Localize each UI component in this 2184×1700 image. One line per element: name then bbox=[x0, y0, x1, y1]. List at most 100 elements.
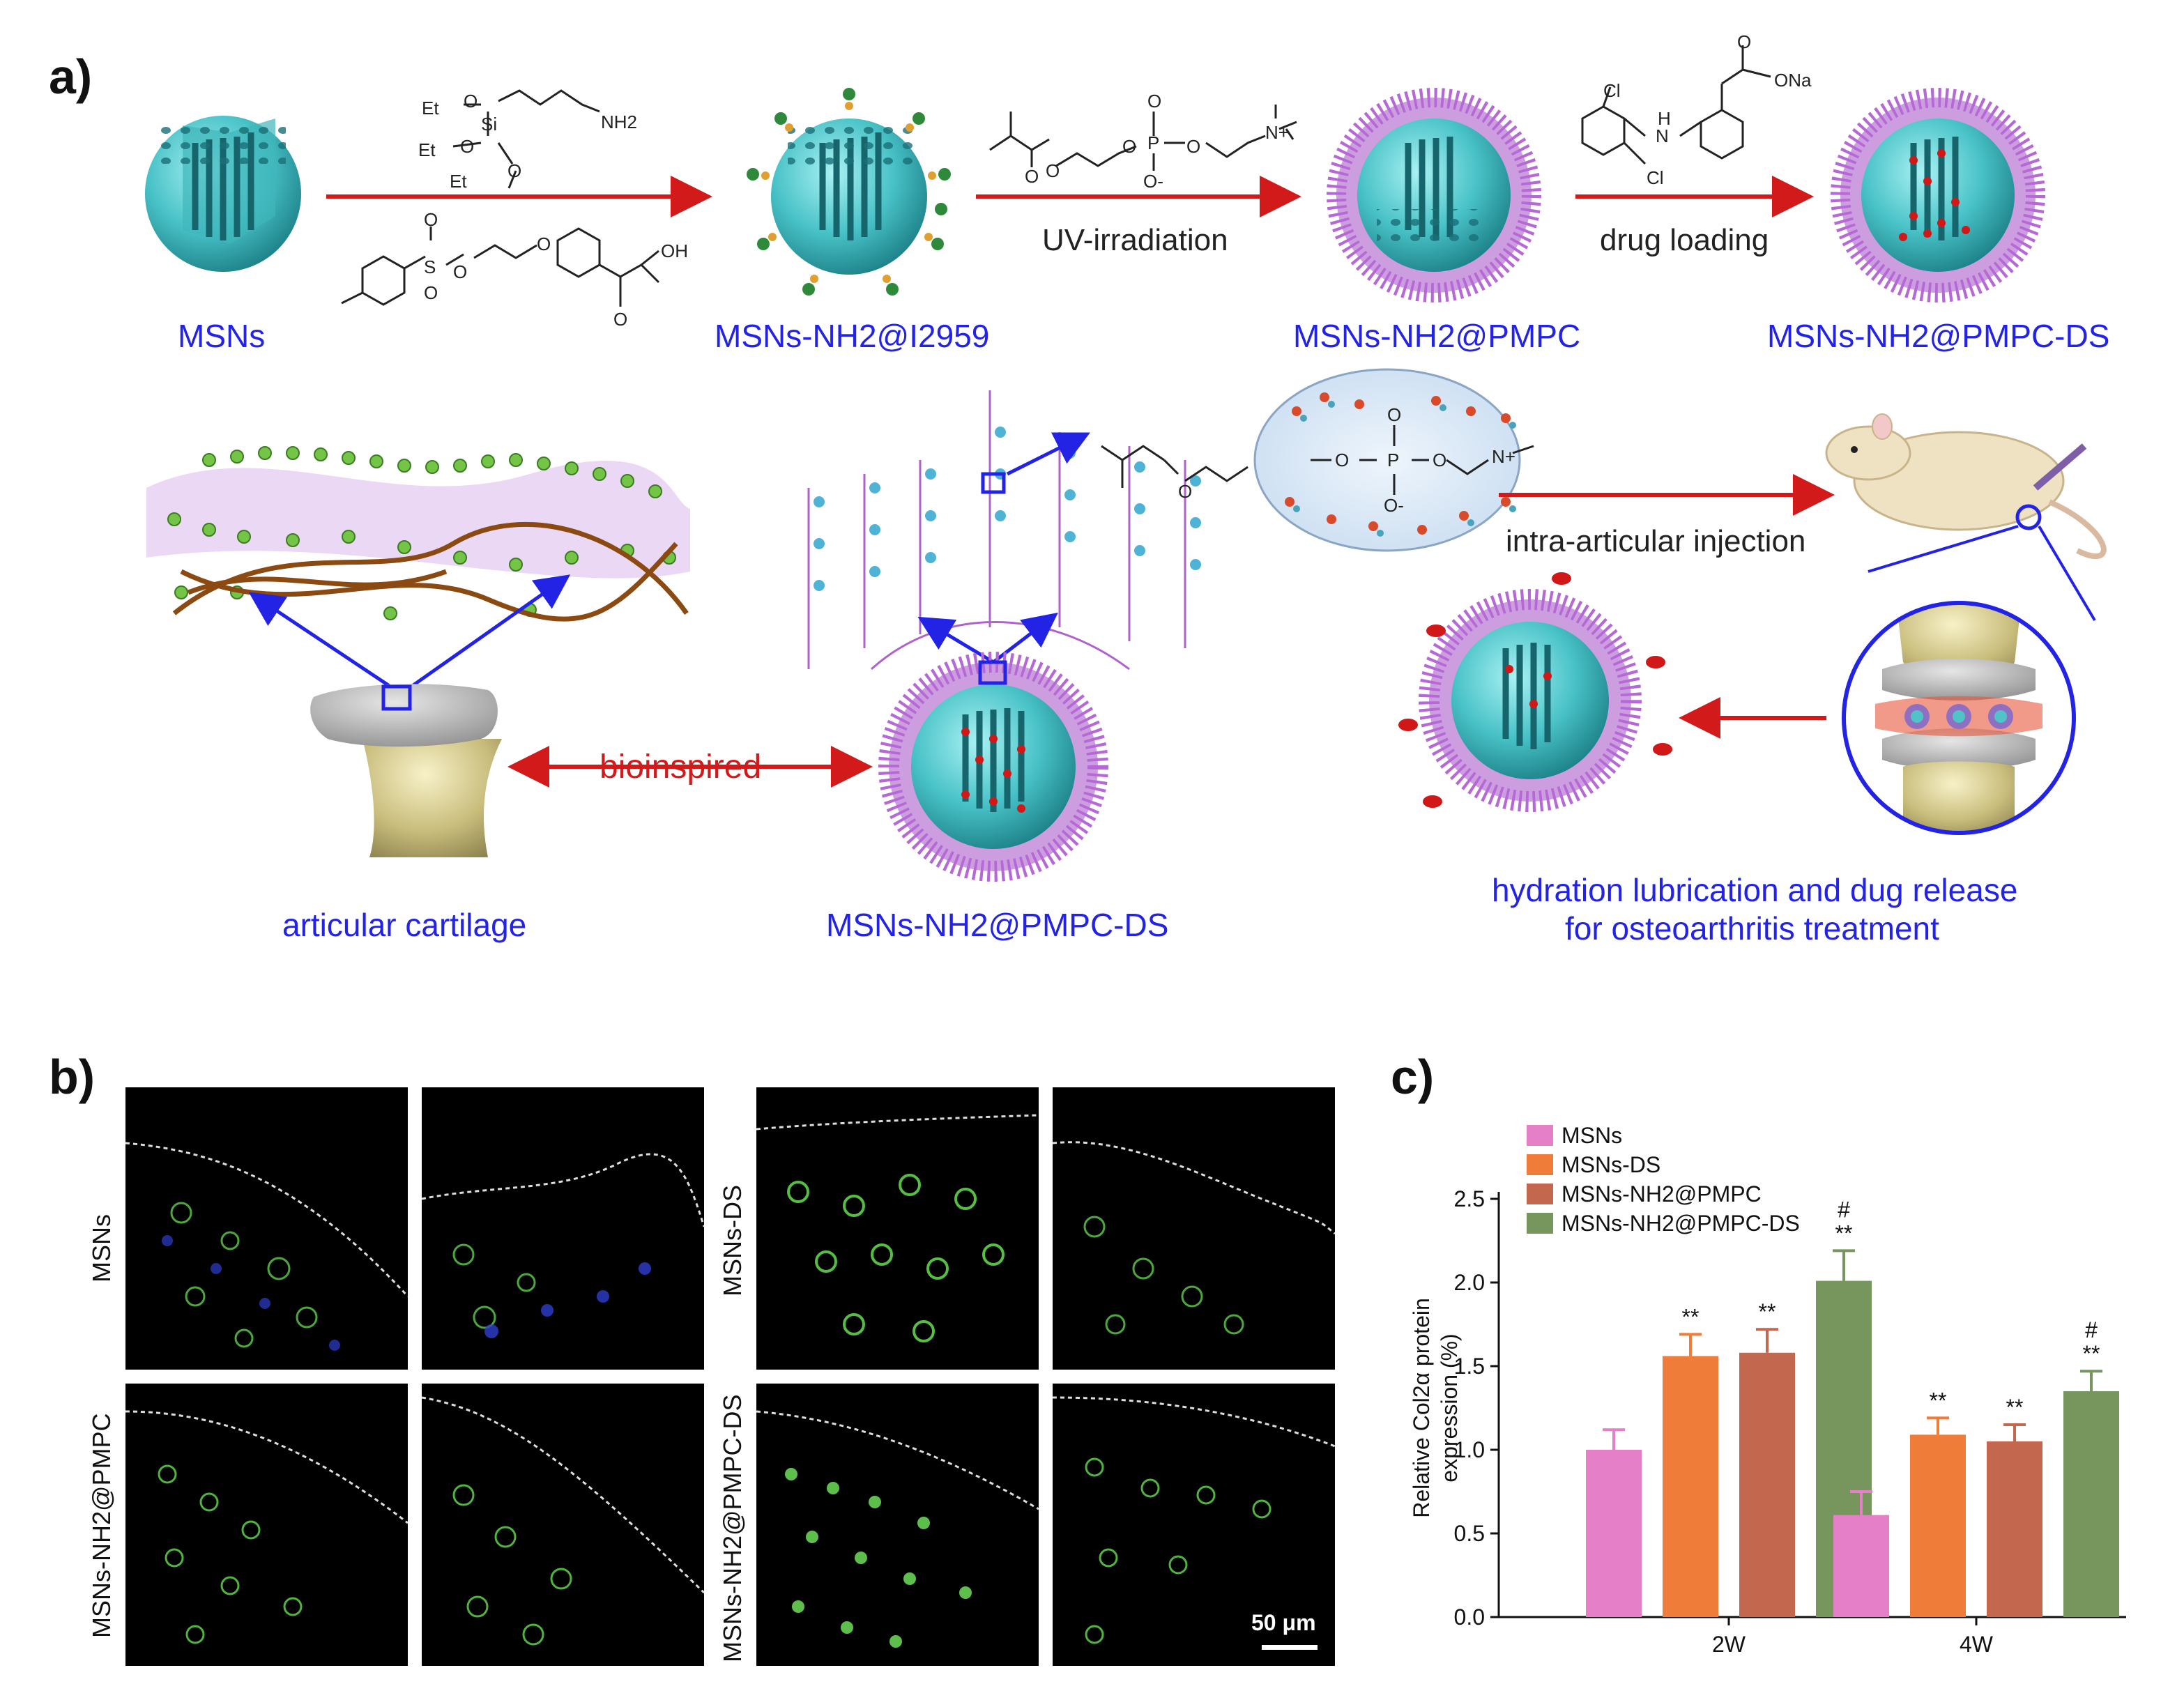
chart-ytick-label-4: 2.0 bbox=[1454, 1270, 1485, 1295]
chem-o-p1: O bbox=[1147, 91, 1162, 112]
label-msns-nh2-pmpc: MSNs-NH2@PMPC bbox=[1293, 318, 1581, 354]
zoom-box-brush bbox=[981, 472, 1006, 494]
chem-o-ester1: O bbox=[1046, 160, 1060, 181]
chem-cl-2: Cl bbox=[1647, 167, 1664, 188]
label-intra-articular-injection: intra-articular injection bbox=[1506, 524, 1806, 558]
label-bioinspired: bioinspired bbox=[600, 749, 762, 786]
chem-n: N bbox=[1656, 125, 1669, 146]
chem-et-1: Et bbox=[422, 98, 439, 118]
i2959-structure bbox=[341, 227, 660, 307]
row-label-msns-ds: MSNs-DS bbox=[718, 1185, 747, 1296]
rat-zoom-line-right bbox=[2038, 525, 2096, 622]
micrograph-msns-2 bbox=[422, 1087, 704, 1370]
water-hydrogens bbox=[1293, 401, 1516, 537]
chem-o-3: O bbox=[507, 160, 522, 181]
zoom-chem-o3: O bbox=[1387, 404, 1402, 425]
zoom-chem-o5: O- bbox=[1384, 495, 1404, 516]
chem-ona: ONa bbox=[1774, 70, 1812, 91]
chart-sig-3-1-1: ** bbox=[2083, 1341, 2100, 1366]
polymer-brushes bbox=[807, 390, 1186, 671]
msns-pmpc-ds-sphere bbox=[1831, 88, 2045, 303]
mpc-structure bbox=[989, 105, 1297, 171]
chem-s: S bbox=[424, 256, 436, 277]
chem-si: Si bbox=[481, 114, 498, 135]
msns-pmpc-ds-particle-bottom bbox=[878, 652, 1108, 882]
chart-ytick-label-5: 2.5 bbox=[1454, 1186, 1485, 1211]
msns-i2959-sphere bbox=[747, 88, 951, 296]
msns-pmpc-sphere bbox=[1327, 88, 1541, 303]
knee-bone bbox=[310, 684, 502, 857]
chart-legend-label-3: MSNs-NH2@PMPC-DS bbox=[1561, 1211, 1800, 1236]
releasing-particle bbox=[1398, 572, 1672, 812]
label-msns-nh2-i2959: MSNs-NH2@I2959 bbox=[715, 318, 990, 354]
chem-h: H bbox=[1658, 108, 1671, 129]
micrograph-pmpc-1 bbox=[125, 1384, 408, 1666]
chart-bar-0-1 bbox=[1833, 1515, 1889, 1617]
aptes-structure bbox=[452, 89, 600, 189]
chart-sig-1-0-0: ** bbox=[1682, 1304, 1700, 1329]
chart-ytick-label-3: 1.5 bbox=[1454, 1354, 1485, 1379]
label-particle-bottom: MSNs-NH2@PMPC-DS bbox=[826, 907, 1169, 943]
micrograph-pmpc-ds-1 bbox=[756, 1384, 1039, 1666]
chem-o-keto: O bbox=[613, 309, 628, 330]
chem-o-s1: O bbox=[424, 209, 438, 230]
diclofenac-structure bbox=[1581, 45, 1771, 165]
chem-cl-1: Cl bbox=[1603, 80, 1621, 101]
chem-o-minus: O- bbox=[1143, 171, 1163, 192]
zoom-chem-o4: O bbox=[1433, 450, 1447, 470]
row-label-msns: MSNs bbox=[87, 1214, 116, 1282]
micrograph-msns-ds-2 bbox=[1053, 1087, 1335, 1370]
chart-ytick-label-1: 0.5 bbox=[1454, 1521, 1485, 1546]
label-msns: MSNs bbox=[178, 318, 266, 354]
zoom-chem-o1: O bbox=[1178, 481, 1193, 502]
chem-o-ether: O bbox=[537, 233, 551, 254]
chem-et-2: Et bbox=[418, 139, 436, 160]
chart-bar-3-1 bbox=[2063, 1391, 2119, 1617]
chart-legend-swatch-2 bbox=[1527, 1184, 1553, 1204]
chem-o-s3: O bbox=[453, 261, 468, 282]
chem-oh: OH bbox=[661, 240, 688, 261]
rat-illustration bbox=[1825, 413, 2107, 560]
chart-legend-swatch-0 bbox=[1527, 1125, 1553, 1146]
chart-bar-2-0 bbox=[1739, 1352, 1795, 1617]
phosphocholine-structure bbox=[1311, 425, 1534, 495]
hydration-shell bbox=[1253, 368, 1521, 552]
row-label-msns-nh2-pmpc-ds: MSNs-NH2@PMPC-DS bbox=[718, 1394, 747, 1662]
panel-b-letter: b) bbox=[49, 1050, 96, 1104]
label-release-line1: hydration lubrication and dug release bbox=[1492, 872, 2018, 908]
msns-sphere bbox=[145, 116, 301, 272]
label-release-line2: for osteoarthritis treatment bbox=[1565, 910, 1939, 947]
chem-et-3: Et bbox=[450, 171, 467, 192]
panel-c-letter: c) bbox=[1391, 1050, 1435, 1104]
chart-legend-swatch-3 bbox=[1527, 1213, 1553, 1234]
row-label-msns-nh2-pmpc: MSNs-NH2@PMPC bbox=[87, 1413, 116, 1638]
rat-zoom-line-left bbox=[1868, 525, 2019, 573]
water-molecules bbox=[1285, 392, 1511, 535]
scale-bar-label: 50 μm bbox=[1251, 1610, 1316, 1635]
chart-legend-label-0: MSNs bbox=[1561, 1123, 1622, 1148]
col2-bar-chart: 0.00.51.01.52.02.5 2W****#**4W****#** MS… bbox=[1409, 1123, 2126, 1657]
zoom-chem-o2: O bbox=[1335, 450, 1350, 470]
chart-legend-label-1: MSNs-DS bbox=[1561, 1152, 1660, 1177]
chem-o-p3: O bbox=[1186, 136, 1201, 157]
zoom-arrow-left bbox=[248, 592, 392, 689]
label-msns-nh2-pmpc-ds: MSNs-NH2@PMPC-DS bbox=[1767, 318, 2110, 354]
chart-category-label-1: 4W bbox=[1960, 1632, 1994, 1657]
joint-zoom-circle bbox=[1842, 601, 2076, 835]
chart-ytick-label-0: 0.0 bbox=[1454, 1605, 1485, 1630]
micrograph-pmpc-ds-2 bbox=[1053, 1384, 1335, 1666]
chem-o-ds: O bbox=[1737, 31, 1752, 52]
panel-a-letter: a) bbox=[49, 49, 93, 104]
chart-sig-2-0-0: ** bbox=[1759, 1299, 1776, 1324]
micrograph-msns-ds-1 bbox=[756, 1087, 1039, 1370]
chem-o-ester2: O bbox=[1025, 166, 1039, 187]
chart-legend-swatch-1 bbox=[1527, 1154, 1553, 1175]
chart-sig-3-1-0: # bbox=[2085, 1317, 2098, 1342]
chem-o-1: O bbox=[464, 91, 478, 112]
chart-category-label-0: 2W bbox=[1712, 1632, 1746, 1657]
zoom-chem-p: P bbox=[1387, 450, 1400, 470]
panel-a-graphics bbox=[145, 45, 2107, 882]
chem-nh2: NH2 bbox=[601, 112, 638, 132]
micrograph-msns-1 bbox=[125, 1087, 408, 1370]
chem-o-s2: O bbox=[424, 282, 438, 303]
